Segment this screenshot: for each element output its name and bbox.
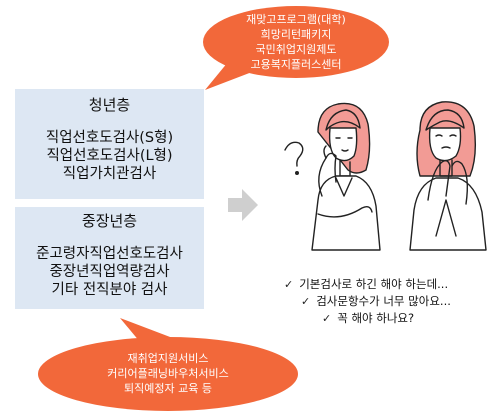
mid-test-item: 중장년직업역량검사 <box>49 264 170 280</box>
check-mark-icon: ✓ <box>284 278 294 291</box>
youth-box-title: 청년층 <box>88 96 131 114</box>
youth-test-item: 직업선호도검사(L형) <box>46 148 173 164</box>
top-bubble-line: 국민취업지원제도 <box>255 43 337 56</box>
concern-checklist: ✓ 기본검사로 하긴 해야 하는데... ✓ 검사문항수가 너무 많아요... ✓ 꼭… <box>284 276 494 327</box>
worried-woman-illustration <box>409 101 487 251</box>
top-bubble-line: 고용복지플러스센터 <box>250 58 342 71</box>
top-bubble-line: 재맞고프로그램(대학) <box>246 13 346 26</box>
check-mark-icon: ✓ <box>322 312 332 325</box>
youth-test-item: 직업가치관검사 <box>62 166 157 182</box>
middle-aged-test-box: 중장년층 준고령자직업선호도검사 중장년직업역량검사 기타 전직분야 검사 <box>15 207 204 309</box>
bottom-bubble-text: 재취업지원서비스 커리어플래닝바우처서비스 퇴직예정자 교육 등 <box>70 351 266 396</box>
checklist-row: ✓ 꼭 해야 하나요? <box>284 310 494 327</box>
mid-test-item: 기타 전직분야 검사 <box>51 282 168 298</box>
checklist-text: 기본검사로 하긴 해야 하는데... <box>299 277 449 291</box>
checklist-text: 꼭 해야 하나요? <box>337 311 415 325</box>
mid-test-item: 준고령자직업선호도검사 <box>36 246 183 262</box>
top-bubble-line: 희망리턴패키지 <box>260 28 332 41</box>
check-mark-icon: ✓ <box>301 295 311 308</box>
mid-box-title: 중장년층 <box>81 212 138 230</box>
right-arrow-icon <box>228 189 258 221</box>
checklist-text: 검사문항수가 너무 많아요... <box>316 294 451 308</box>
youth-test-box: 청년층 직업선호도검사(S형) 직업선호도검사(L형) 직업가치관검사 <box>15 89 204 199</box>
bottom-bubble-line: 커리어플래닝바우처서비스 <box>107 367 229 380</box>
top-bubble-text: 재맞고프로그램(대학) 희망리턴패키지 국민취업지원제도 고용복지플러스센터 <box>210 12 382 72</box>
bottom-bubble-line: 퇴직예정자 교육 등 <box>124 382 212 395</box>
youth-test-item: 직업선호도검사(S형) <box>45 130 174 146</box>
checklist-row: ✓ 검사문항수가 너무 많아요... <box>284 293 494 310</box>
thinking-woman-illustration <box>284 102 381 251</box>
checklist-row: ✓ 기본검사로 하긴 해야 하는데... <box>284 276 494 293</box>
bottom-bubble-line: 재취업지원서비스 <box>127 352 209 365</box>
